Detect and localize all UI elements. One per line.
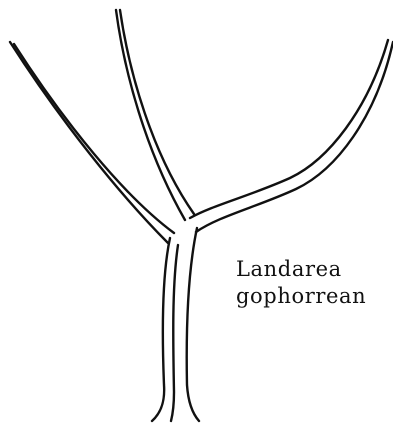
species-label: Landarea gophorrean — [236, 256, 386, 310]
left-branch-inner — [14, 44, 174, 233]
trunk-right — [187, 228, 199, 421]
trunk-center-line — [171, 245, 178, 421]
species-label-line-2: gophorrean — [236, 283, 386, 310]
trunk-left — [152, 238, 170, 421]
species-label-line-1: Landarea — [236, 256, 386, 283]
middle-branch-right — [120, 10, 194, 214]
